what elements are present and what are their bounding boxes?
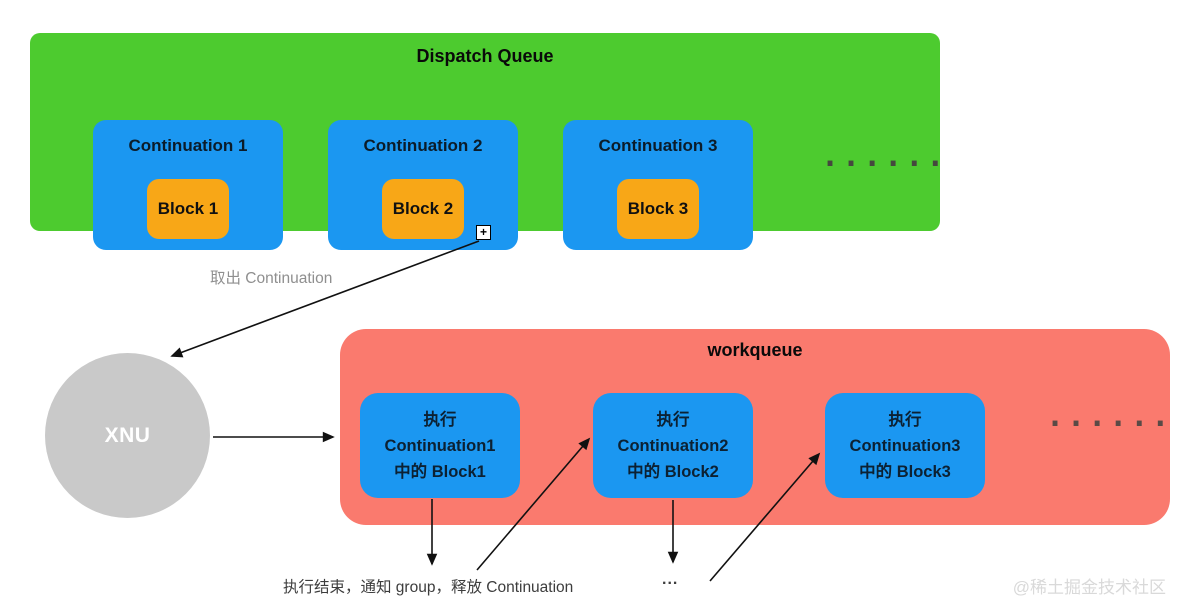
block-3-node: Block 3 <box>617 179 699 239</box>
task-3-line3: 中的 Block3 <box>859 462 951 481</box>
dispatch-queue-box: Dispatch Queue Continuation 1 Block 1 Co… <box>30 33 944 250</box>
continuation-1-label: Continuation 1 <box>128 136 248 155</box>
workqueue-title: workqueue <box>707 340 803 360</box>
resize-handle-icon: + <box>476 225 491 240</box>
finish-notify-release-label: 执行结束，通知 group，释放 Continuation <box>283 579 574 596</box>
continuation-1-node: Continuation 1 Block 1 <box>93 120 283 250</box>
task-3-line2: Continuation3 <box>849 436 961 455</box>
task-2-line1: 执行 <box>656 410 690 429</box>
continuation-2-node: Continuation 2 Block 2 <box>328 120 518 250</box>
xnu-label: XNU <box>104 423 151 447</box>
watermark-text: @稀土掘金技术社区 <box>1012 578 1166 597</box>
workqueue-ellipsis: ...... <box>1046 399 1173 434</box>
task-2-line2: Continuation2 <box>617 436 729 455</box>
workqueue-task-3-node: 执行 Continuation3 中的 Block3 <box>825 393 985 498</box>
xnu-node: XNU <box>45 353 210 518</box>
dispatch-queue-title: Dispatch Queue <box>416 46 554 66</box>
workqueue-task-1-node: 执行 Continuation1 中的 Block1 <box>360 393 520 498</box>
task-2-line3: 中的 Block2 <box>627 462 719 481</box>
continuation-3-label: Continuation 3 <box>598 136 718 155</box>
more-tasks-label: ... <box>662 571 679 588</box>
task-1-line3: 中的 Block1 <box>394 462 486 481</box>
block-1-node: Block 1 <box>147 179 229 239</box>
task-1-line1: 执行 <box>423 410 457 429</box>
dispatch-queue-ellipsis: ...... <box>821 139 948 174</box>
dequeue-continuation-label: 取出 Continuation <box>210 270 333 287</box>
workqueue-task-2-node: 执行 Continuation2 中的 Block2 <box>593 393 753 498</box>
block-2-node: Block 2 <box>382 179 464 239</box>
block-1-label: Block 1 <box>157 199 219 218</box>
continuation-2-label: Continuation 2 <box>363 136 483 155</box>
task-3-line1: 执行 <box>888 410 922 429</box>
continuation-3-node: Continuation 3 Block 3 <box>563 120 753 250</box>
block-3-label: Block 3 <box>627 199 689 218</box>
task-1-line2: Continuation1 <box>384 436 496 455</box>
block-2-label: Block 2 <box>392 199 454 218</box>
